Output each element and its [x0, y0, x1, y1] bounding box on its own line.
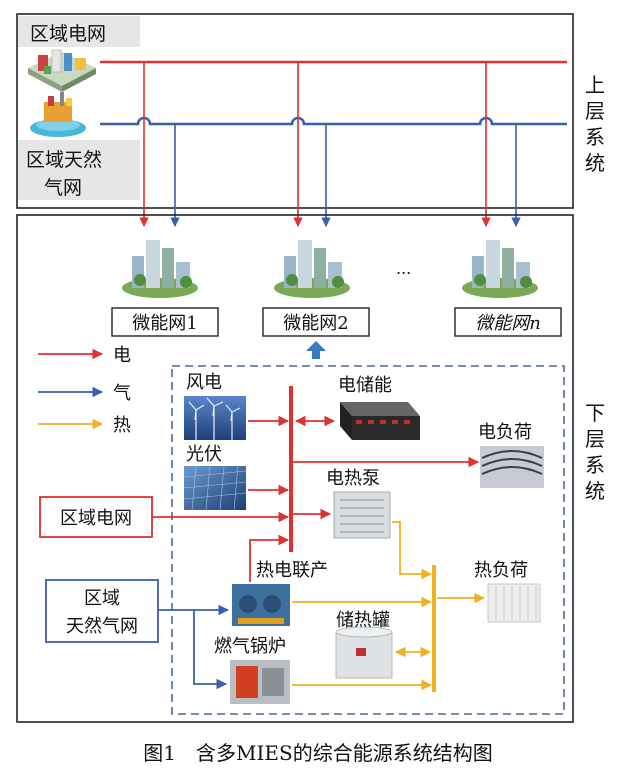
microgrid-1-label: 微能网1: [132, 313, 197, 334]
upper-system-label-3: 系: [585, 125, 605, 149]
microgrid-n-icon: [462, 240, 538, 298]
battery-storage-icon: [340, 402, 420, 440]
up-arrow-icon: [306, 341, 326, 359]
upper-system-label-1: 上: [585, 73, 605, 97]
microgrid-n-label-box: [454, 307, 562, 337]
upper-gas-label-bg: [18, 140, 140, 200]
microgrid-ellipsis: ...: [396, 259, 411, 278]
upper-grid-label: 区域电网: [30, 23, 106, 45]
upper-gas-label-line1: 区域天然: [26, 149, 102, 171]
upper-gas-label-line2: 气网: [44, 177, 82, 199]
microgrid-1-label-box: [111, 307, 219, 337]
heat-storage-label: 储热罐: [336, 610, 390, 631]
regional-gas-icon: [30, 92, 86, 137]
chp-to-bus-line: [249, 534, 290, 582]
heat-load-radiator-icon: [487, 583, 541, 623]
elec-load-label: 电负荷: [478, 422, 532, 443]
lower-system-label-3: 系: [585, 453, 605, 477]
microgrid-n-label: 微能网n: [475, 313, 541, 334]
microgrid-2-label: 微能网2: [283, 313, 348, 334]
lower-system-box: [16, 214, 574, 723]
lower-grid-label: 区域电网: [60, 508, 132, 529]
lower-gas-box: [45, 579, 159, 643]
boiler-label: 燃气锅炉: [214, 636, 286, 657]
heat-pump-icon: [333, 491, 391, 539]
lower-system-label-4: 统: [585, 479, 605, 503]
figure-caption: 图1 含多MIES的综合能源系统结构图: [143, 741, 492, 765]
heat-storage-tank-icon: [335, 626, 393, 679]
heat-pump-label: 电热泵: [326, 468, 380, 489]
upper-grid-label-bg: [18, 16, 140, 47]
microgrid-2-icon: [274, 240, 350, 298]
microgrid-1-icon: [122, 240, 198, 298]
storage-label: 电储能: [338, 375, 392, 396]
regional-grid-icon: [28, 49, 96, 92]
microgrid-detail-box: [171, 365, 565, 715]
upper-gas-bus: [100, 116, 567, 126]
legend-electric-label: 电: [113, 345, 131, 366]
gas-to-boiler-line: [193, 610, 228, 690]
lower-gas-label-line2: 天然气网: [66, 616, 138, 637]
wind-turbine-icon: [184, 396, 246, 440]
wind-label: 风电: [186, 372, 222, 393]
microgrid-2-label-box: [262, 307, 370, 337]
chp-label: 热电联产: [256, 560, 328, 581]
lower-gas-label-line1: 区域: [84, 588, 120, 609]
legend-heat-label: 热: [113, 415, 131, 436]
lower-system-label-1: 下: [585, 401, 605, 425]
electric-load-icon: [480, 446, 544, 488]
pv-label: 光伏: [186, 444, 222, 465]
heat-pump-to-heat-bus-line: [392, 521, 433, 580]
chp-icon: [232, 584, 290, 626]
lower-grid-box: [39, 496, 153, 538]
gas-boiler-icon: [230, 660, 290, 704]
legend-gas-label: 气: [113, 383, 131, 404]
lower-system-label-2: 层: [585, 427, 605, 451]
pv-panel-icon: [183, 465, 247, 511]
upper-system-box: [16, 13, 574, 209]
upper-system-label-2: 层: [585, 99, 605, 123]
upper-system-label-4: 统: [585, 151, 605, 175]
legend: 电 气 热: [38, 345, 131, 436]
heat-load-label: 热负荷: [474, 560, 528, 581]
